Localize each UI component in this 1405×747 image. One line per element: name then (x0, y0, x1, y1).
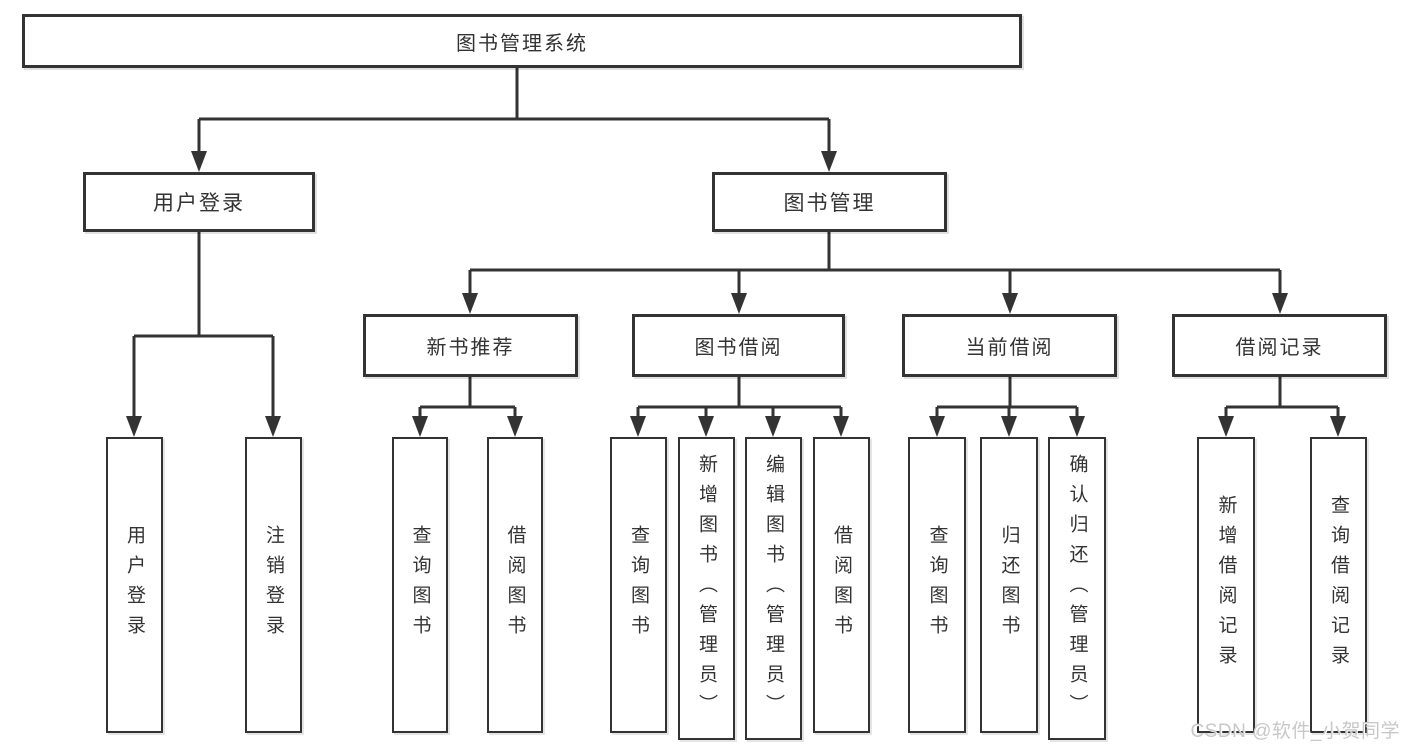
node-book-borrowing: 图书借阅 (632, 314, 845, 377)
leaf-confirm-return-admin: 确认归还（管理员） (1048, 437, 1106, 740)
leaf-user-login-label: 用户登录 (124, 525, 145, 645)
node-book-borrowing-label: 图书借阅 (694, 337, 783, 359)
node-book-management: 图书管理 (712, 172, 947, 232)
leaf-query-books-borrowing-label: 查询图书 (628, 525, 649, 645)
node-borrowing-records-label: 借阅记录 (1235, 337, 1324, 359)
leaf-edit-books-admin-label: 编辑图书（管理员） (763, 453, 784, 724)
leaf-query-books-newbook-label: 查询图书 (409, 525, 431, 645)
node-borrowing-records: 借阅记录 (1172, 314, 1387, 377)
node-book-management-label: 图书管理 (783, 192, 876, 215)
leaf-logout-login-label: 注销登录 (263, 525, 284, 645)
leaf-query-borrow-record: 查询借阅记录 (1310, 437, 1367, 733)
csdn-watermark: CSDN @软件_小贺同学 (1190, 721, 1400, 742)
leaf-logout-login: 注销登录 (245, 437, 302, 733)
node-new-book-recommend-label: 新书推荐 (426, 337, 515, 359)
leaf-borrow-books-newbook-label: 借阅图书 (504, 525, 526, 645)
node-user-login-label: 用户登录 (153, 192, 245, 215)
leaf-borrow-books: 借阅图书 (813, 437, 870, 733)
node-library-management-system: 图书管理系统 (22, 14, 1022, 68)
node-current-borrowing: 当前借阅 (902, 314, 1117, 377)
node-user-login: 用户登录 (83, 172, 315, 232)
leaf-add-books-admin-label: 新增图书（管理员） (696, 453, 717, 724)
leaf-edit-books-admin: 编辑图书（管理员） (745, 437, 802, 740)
leaf-return-books: 归还图书 (980, 437, 1038, 733)
leaf-query-books-newbook: 查询图书 (392, 437, 448, 733)
leaf-confirm-return-admin-label: 确认归还（管理员） (1066, 453, 1088, 724)
leaf-borrow-books-label: 借阅图书 (831, 525, 852, 645)
node-library-management-system-label: 图书管理系统 (456, 32, 588, 55)
leaf-return-books-label: 归还图书 (998, 525, 1020, 645)
leaf-query-borrow-record-label: 查询借阅记录 (1328, 495, 1349, 675)
node-current-borrowing-label: 当前借阅 (965, 337, 1054, 359)
leaf-query-books-borrowing: 查询图书 (610, 437, 667, 733)
node-new-book-recommend: 新书推荐 (363, 314, 578, 377)
leaf-query-books-current: 查询图书 (908, 437, 966, 733)
leaf-add-borrow-record-label: 新增借阅记录 (1215, 495, 1237, 675)
leaf-add-borrow-record: 新增借阅记录 (1197, 437, 1255, 733)
leaf-add-books-admin: 新增图书（管理员） (678, 437, 735, 740)
leaf-user-login: 用户登录 (106, 437, 163, 733)
leaf-query-books-current-label: 查询图书 (926, 525, 948, 645)
leaf-borrow-books-newbook: 借阅图书 (487, 437, 543, 733)
